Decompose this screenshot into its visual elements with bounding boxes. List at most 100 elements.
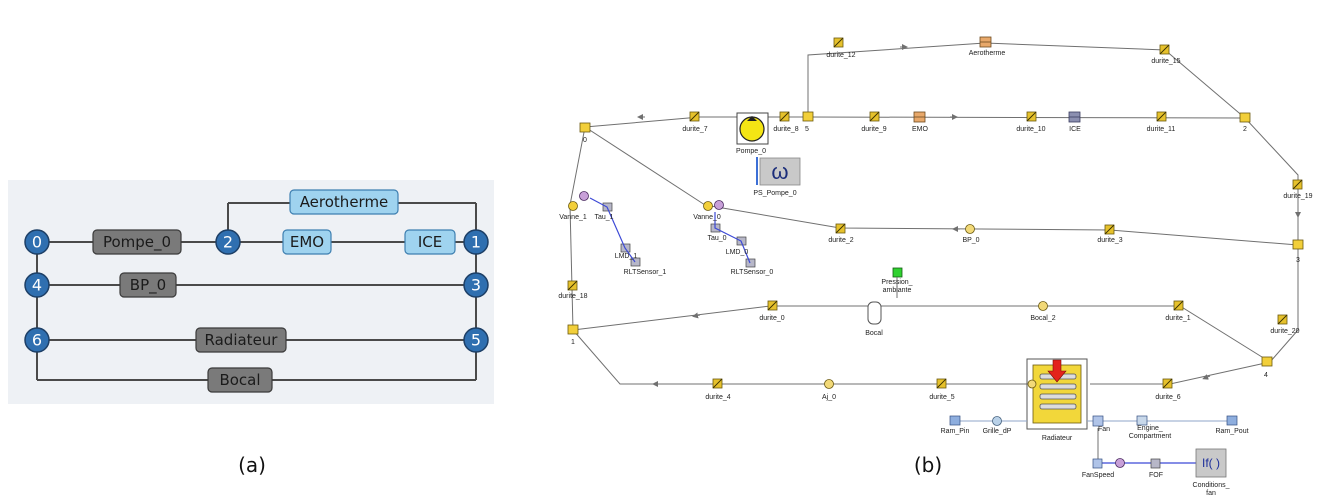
pression-ambiante-icon	[892, 267, 903, 278]
svg-text:0: 0	[32, 233, 42, 252]
durite-6-icon	[1162, 378, 1173, 389]
label-durite-6: durite_6	[1155, 394, 1180, 401]
durite-4-icon	[712, 378, 723, 389]
label-radiateur: Radiateur	[1042, 435, 1073, 442]
label-durite-3: durite_3	[1097, 237, 1122, 244]
node-6: 6	[24, 327, 50, 353]
panel-b-labels: durite_12 Aerotherme durite_15 durite_7 …	[558, 50, 1312, 497]
durite-19-icon	[1292, 179, 1303, 190]
bocal-tank-icon	[867, 301, 882, 325]
label-node-5: 5	[805, 126, 809, 133]
svg-text:5: 5	[471, 331, 481, 350]
label-rltsensor-0: RLTSensor_0	[731, 269, 774, 276]
label-bocal: Bocal	[865, 330, 883, 337]
label-node-2: 2	[1243, 126, 1247, 133]
label-durite-8: durite_8	[773, 126, 798, 133]
caption-a: (a)	[238, 453, 266, 477]
label-fan: Fan	[1098, 426, 1110, 433]
label-durite-9: durite_9	[861, 126, 886, 133]
ram-pout-icon	[1226, 415, 1238, 426]
label-durite-15: durite_15	[1151, 58, 1180, 65]
panel-a: Pompe_0 Aerotherme EMO ICE BP_0 Radiateu…	[8, 180, 494, 477]
durite-12-icon	[833, 37, 844, 48]
aerotherme-label: Aerotherme	[300, 193, 389, 211]
durite-1-icon	[1173, 300, 1184, 311]
ice-icon	[1068, 111, 1081, 123]
engine-compartment-icon	[1136, 415, 1148, 426]
label-vanne-0: Vanne_0	[693, 214, 721, 221]
label-bocal-2: Bocal_2	[1030, 315, 1055, 322]
durite-3-icon	[1104, 224, 1115, 235]
aj-0-icon	[824, 379, 834, 389]
node-3: 3	[463, 272, 489, 298]
label-durite-18: durite_18	[558, 293, 587, 300]
if-block-text: If( )	[1202, 456, 1220, 470]
node-4: 4	[24, 272, 50, 298]
caption-b: (b)	[914, 453, 942, 477]
label-engine-compartment-2: Compartment	[1129, 433, 1171, 440]
fan-icon	[1092, 415, 1104, 427]
rltsensor-0-icon	[745, 258, 756, 268]
label-bp-0: BP_0	[962, 237, 979, 244]
durite-18-icon	[567, 280, 578, 291]
ice-box: ICE	[404, 229, 456, 255]
label-node-1: 1	[571, 339, 575, 346]
junction-5-icon	[802, 111, 814, 122]
junction-1-icon	[567, 324, 579, 335]
label-emo: EMO	[912, 126, 929, 133]
label-pression-ambiante-2: ambiante	[883, 287, 912, 294]
pompe-box: Pompe_0	[92, 229, 182, 255]
bp-box: BP_0	[119, 272, 177, 298]
node-5: 5	[463, 327, 489, 353]
bocal-2-icon	[1038, 301, 1048, 311]
svg-text:6: 6	[32, 331, 42, 350]
label-durite-1: durite_1	[1165, 315, 1190, 322]
bp-0-icon	[965, 224, 975, 234]
durite-icons	[567, 37, 1303, 389]
label-aerotherme: Aerotherme	[969, 50, 1006, 57]
label-ps-pompe-0: PS_Pompe_0	[753, 190, 796, 197]
grille-dp-icon	[992, 416, 1002, 426]
durite-2-icon	[835, 223, 846, 234]
label-ram-pout: Ram_Pout	[1215, 428, 1248, 435]
label-node-0: 0	[583, 137, 587, 144]
durite-11-icon	[1156, 111, 1167, 122]
label-aj-0: Aj_0	[822, 394, 836, 401]
label-durite-19: durite_19	[1283, 193, 1312, 200]
label-rltsensor-1: RLTSensor_1	[624, 269, 667, 276]
rltsensor-1-icon	[630, 257, 641, 267]
node-1: 1	[463, 229, 489, 255]
durite-10-icon	[1026, 111, 1037, 122]
durite-8-icon	[779, 111, 790, 122]
label-durite-0: durite_0	[759, 315, 784, 322]
radiator-icon	[1026, 358, 1088, 430]
air-side-links	[956, 420, 1232, 464]
label-pression-ambiante-1: Pression_	[881, 279, 912, 286]
node-0: 0	[24, 229, 50, 255]
aerotherme-box: Aerotherme	[289, 189, 399, 215]
label-vanne-1: Vanne_1	[559, 214, 587, 221]
label-lmd-0: LMD_0	[726, 249, 749, 256]
if-block-icon: If( )	[1195, 448, 1227, 478]
junction-0-icon	[579, 122, 591, 133]
pompe-label: Pompe_0	[103, 233, 171, 252]
vanne-1-signal-link	[589, 197, 636, 263]
node-2: 2	[215, 229, 241, 255]
radiateur-label: Radiateur	[205, 331, 279, 349]
vanne-1-icon	[568, 191, 589, 211]
svg-text:3: 3	[471, 276, 481, 295]
bp-label: BP_0	[130, 276, 166, 295]
label-durite-20: durite_20	[1270, 328, 1299, 335]
durite-9-icon	[869, 111, 880, 122]
junction-2-icon	[1239, 112, 1251, 123]
label-fanspeed: FanSpeed	[1082, 472, 1114, 479]
durite-0-icon	[767, 300, 778, 311]
label-engine-compartment-1: Engine_	[1137, 425, 1163, 432]
junction-3-icon	[1292, 239, 1304, 250]
durite-15-icon	[1159, 44, 1170, 55]
label-tau-1: Tau_1	[594, 214, 613, 221]
bocal-label: Bocal	[219, 371, 260, 389]
label-fof: FOF	[1149, 472, 1163, 479]
